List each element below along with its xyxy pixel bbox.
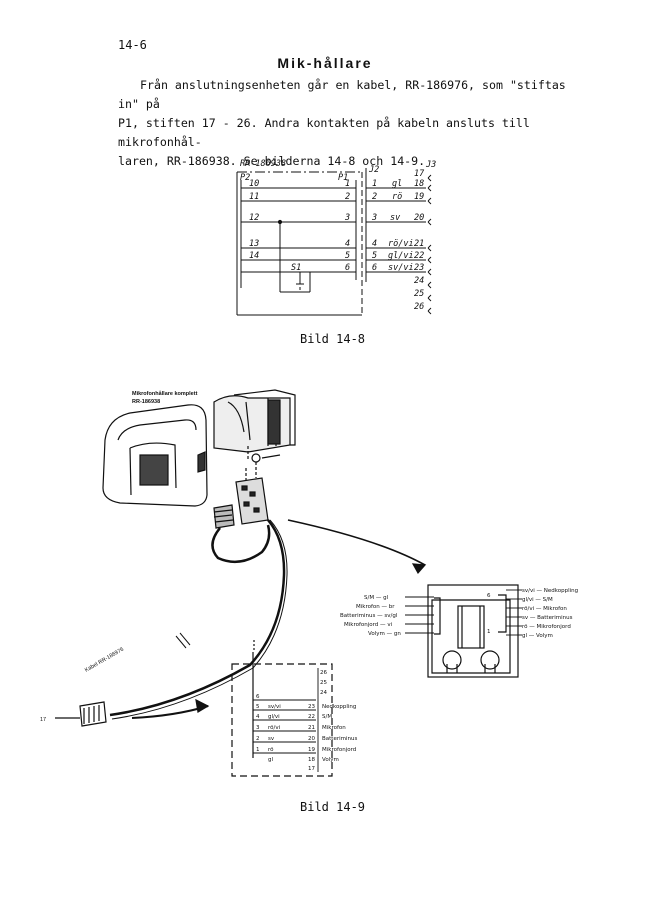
- p1-pin: 2: [345, 192, 350, 202]
- connector-row-signal: S/M: [322, 714, 332, 720]
- connector-row-signal: Mikrofon: [322, 725, 346, 731]
- j2-pin: 1: [372, 179, 377, 189]
- holder-signal-label: Volym — gn: [368, 631, 401, 637]
- j2-pin: 4: [372, 239, 377, 249]
- connector-row-num: 3: [256, 725, 260, 731]
- j3-pin: 21: [414, 239, 424, 249]
- j3-pin: 23: [414, 263, 424, 273]
- connector-row-pin: 21: [308, 725, 315, 731]
- connector-row-color: rö: [268, 747, 274, 753]
- wire-color: sv/vi: [388, 263, 414, 273]
- left-pin: 11: [249, 192, 259, 202]
- figure-caption: Bild 14-9: [300, 800, 366, 814]
- j3-pin: 26: [414, 302, 424, 312]
- connector-row-color: sv: [268, 736, 275, 742]
- connector-row-num: 4: [256, 714, 260, 720]
- connector-row-signal: Volym: [322, 757, 339, 763]
- j3-pin: 24: [414, 276, 424, 286]
- p2-label: P2: [240, 173, 250, 183]
- wire-color: rö/vi: [388, 239, 414, 249]
- body-text: Från anslutningsenheten går en kabel, RR…: [118, 76, 588, 171]
- connector-row-signal: Nedkoppling: [322, 704, 356, 710]
- p1-pin: 5: [345, 251, 350, 261]
- cable-pin-label: 17: [40, 717, 46, 723]
- connector-row-pin: 23: [308, 704, 315, 710]
- connector-pin: 26: [320, 670, 327, 676]
- wire-color: sv: [390, 213, 401, 223]
- connector-row-pin: 20: [308, 736, 315, 742]
- assembly-part-number: RR-186938: [132, 399, 160, 405]
- j2-label: J2: [368, 165, 379, 175]
- holder-pin-label: 6: [487, 593, 491, 599]
- j3-pin: 25: [414, 289, 424, 299]
- assembly-label: Mikrofonhållare komplett: [132, 390, 198, 397]
- section-title: Mik-hållare: [277, 55, 373, 71]
- j3-pin: 18: [414, 179, 424, 189]
- connector-row-pin: 18: [308, 757, 315, 763]
- holder-signal-label: rö/vi — Mikrofon: [522, 606, 567, 612]
- p1-label: P1: [338, 173, 348, 183]
- switch-label: S1: [291, 263, 301, 273]
- connector-pin: 25: [320, 680, 327, 686]
- j3-pin: 22: [414, 251, 424, 261]
- figure-caption: Bild 14-8: [300, 332, 366, 346]
- holder-signal-label: sv — Batteriminus: [522, 615, 573, 621]
- holder-signal-label: Batteriminus — sv/gl: [340, 613, 398, 619]
- connector-row-pin: 22: [308, 714, 315, 720]
- p1-pin: 1: [345, 179, 350, 189]
- connector-row-color: sv/vi: [268, 704, 281, 710]
- left-pin: 10: [249, 179, 259, 189]
- cable-label: Kabel RR-186976: [84, 647, 125, 674]
- j3-pin: 19: [414, 192, 424, 202]
- holder-signal-label: Mikrofon — br: [356, 604, 395, 610]
- connector-pin: 24: [320, 690, 327, 696]
- wire-color: gl: [392, 179, 402, 189]
- j2-pin: 5: [372, 251, 377, 261]
- connector-row-num: 6: [256, 694, 260, 700]
- j3-pin: 20: [414, 213, 424, 223]
- p1-pin: 3: [344, 213, 350, 223]
- j3-label: J3: [425, 160, 436, 170]
- connector-row-num: 1: [256, 747, 260, 753]
- connector-row-color: rö/vi: [268, 725, 281, 731]
- connector-row-pin: 19: [308, 747, 315, 753]
- connector-row-num: 2: [256, 736, 260, 742]
- wire-color: rö: [392, 192, 402, 202]
- p1-pin: 6: [345, 263, 350, 273]
- connector-pin: 17: [308, 766, 315, 772]
- page-number: 14-6: [118, 38, 147, 52]
- part-number-label: RR-186938: [240, 159, 286, 169]
- connector-row-signal: Mikrofonjord: [322, 747, 356, 753]
- p1-pin: 4: [345, 239, 350, 249]
- j2-pin: 6: [372, 263, 377, 273]
- left-pin: 14: [249, 251, 259, 261]
- connector-row-color: gl: [268, 757, 273, 763]
- holder-pin-label: 1: [487, 629, 491, 635]
- left-pin: 12: [249, 213, 259, 223]
- j2-pin: 3: [371, 213, 377, 223]
- holder-signal-label: rö — Mikrofonjord: [522, 624, 571, 630]
- holder-signal-label: gl — Volym: [522, 633, 553, 639]
- holder-signal-label: gl/vi — S/M: [522, 597, 553, 603]
- connector-row-color: gl/vi: [268, 714, 280, 720]
- holder-signal-label: sv/vi — Nedkoppling: [522, 588, 578, 594]
- holder-signal-label: Mikrofonjord — vi: [344, 622, 393, 628]
- connector-row-num: 5: [256, 704, 260, 710]
- connector-row-signal: Batteriminus: [322, 736, 357, 742]
- wire-color: gl/vi: [388, 251, 414, 261]
- holder-signal-label: S/M — gl: [364, 595, 389, 601]
- j2-pin: 2: [372, 192, 377, 202]
- left-pin: 13: [249, 239, 259, 249]
- body-paragraph: Från anslutningsenheten går en kabel, RR…: [118, 78, 566, 168]
- j3-pin: 17: [414, 169, 425, 179]
